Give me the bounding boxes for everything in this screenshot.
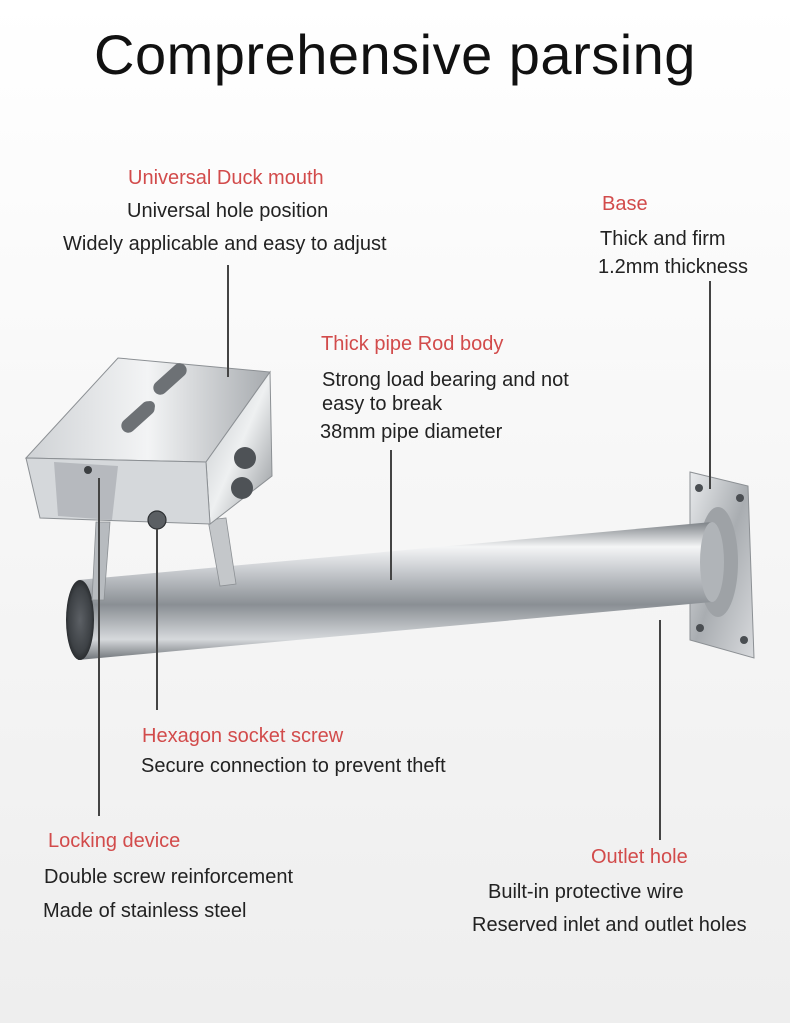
annotation-heading: Base bbox=[602, 193, 648, 215]
page-title: Comprehensive parsing bbox=[94, 23, 696, 86]
annotation-text: Strong load bearing and not bbox=[322, 369, 569, 391]
annotation-text: easy to break bbox=[322, 393, 443, 415]
annotation-text: 38mm pipe diameter bbox=[320, 421, 503, 443]
annotation-locking-line1: Double screw reinforcement bbox=[44, 865, 293, 889]
annotation-base-line1: Thick and firm bbox=[600, 227, 726, 251]
annotation-text: Thick and firm bbox=[600, 228, 726, 250]
annotation-outlet-line2: Reserved inlet and outlet holes bbox=[472, 913, 747, 937]
annotation-text: Widely applicable and easy to adjust bbox=[63, 233, 387, 255]
annotation-text: Double screw reinforcement bbox=[44, 866, 293, 888]
annotation-hex-screw: Hexagon socket screw bbox=[142, 724, 343, 748]
annotation-heading: Thick pipe Rod body bbox=[321, 333, 504, 355]
annotation-base-line2: 1.2mm thickness bbox=[598, 255, 748, 279]
annotation-text: 1.2mm thickness bbox=[598, 256, 749, 278]
leader-line bbox=[98, 478, 100, 816]
annotation-heading: Hexagon socket screw bbox=[142, 725, 344, 747]
pipe-rod bbox=[66, 522, 724, 660]
duck-mouth-box bbox=[24, 357, 273, 530]
support-leg bbox=[91, 517, 237, 601]
annotation-locking: Locking device bbox=[48, 829, 180, 853]
annotation-hex-screw-line1: Secure connection to prevent theft bbox=[141, 754, 446, 778]
annotation-pipe-line3: 38mm pipe diameter bbox=[320, 420, 502, 444]
annotation-text: Built-in protective wire bbox=[488, 881, 684, 903]
annotation-pipe: Thick pipe Rod body bbox=[321, 332, 503, 356]
leader-line bbox=[227, 265, 229, 377]
annotation-duck-mouth-line1: Universal hole position bbox=[127, 199, 328, 223]
leader-line bbox=[659, 620, 661, 840]
annotation-pipe-text: Strong load bearing and not easy to brea… bbox=[322, 368, 569, 416]
annotation-heading: Outlet hole bbox=[591, 846, 688, 868]
annotation-text: Made of stainless steel bbox=[43, 900, 247, 922]
annotation-text: Reserved inlet and outlet holes bbox=[472, 914, 747, 936]
annotation-duck-mouth-line2: Widely applicable and easy to adjust bbox=[63, 232, 387, 256]
annotation-heading: Universal Duck mouth bbox=[128, 167, 324, 189]
annotation-outlet: Outlet hole bbox=[591, 845, 688, 869]
annotation-locking-line2: Made of stainless steel bbox=[43, 899, 246, 923]
annotation-heading: Locking device bbox=[48, 830, 181, 852]
leader-line bbox=[156, 528, 158, 710]
annotation-text: Universal hole position bbox=[127, 200, 329, 222]
annotation-outlet-line1: Built-in protective wire bbox=[488, 880, 684, 904]
annotation-text: Secure connection to prevent theft bbox=[141, 755, 446, 777]
annotation-base: Base bbox=[602, 192, 648, 216]
annotation-duck-mouth: Universal Duck mouth bbox=[128, 166, 324, 190]
leader-line bbox=[390, 450, 392, 580]
leader-line bbox=[709, 281, 711, 489]
